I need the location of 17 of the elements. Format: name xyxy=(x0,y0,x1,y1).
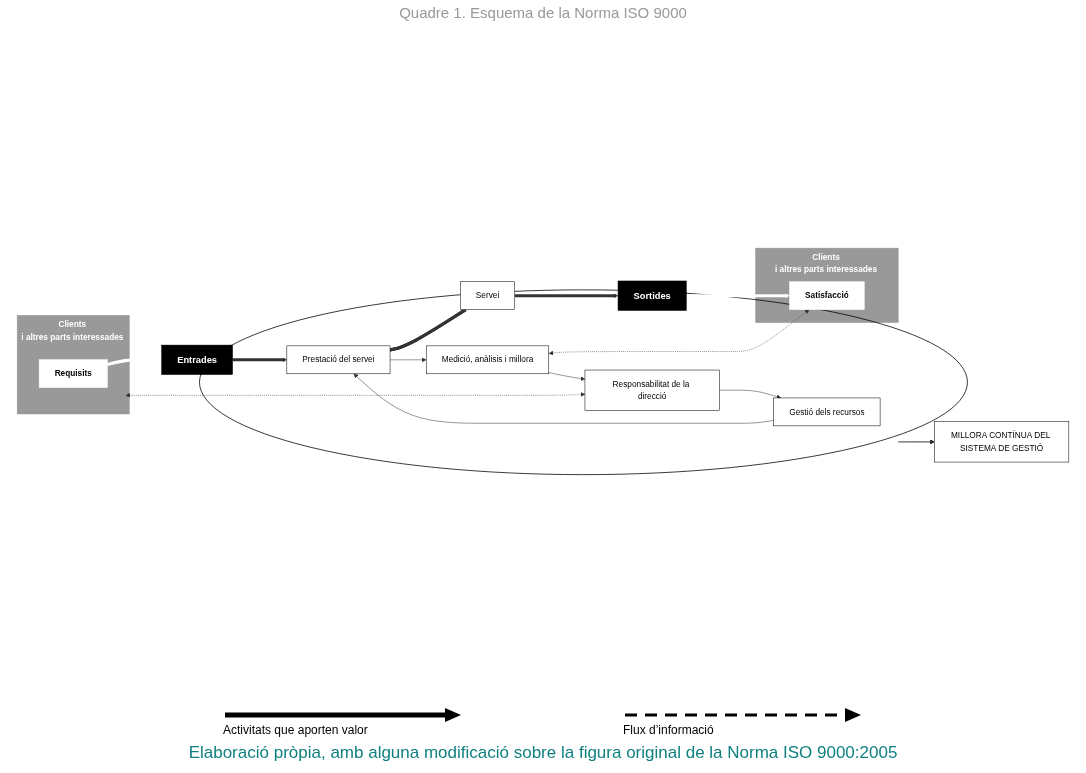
arrow xyxy=(514,293,619,298)
node-box: Servei xyxy=(460,281,515,310)
node-box: Satisfacció xyxy=(789,281,865,310)
node-box: Responsabilitat de la direcció xyxy=(584,369,720,411)
legend-text: Activitats que aporten valor xyxy=(223,723,369,737)
node-box: Gestió dels recursos xyxy=(773,397,881,426)
node-box: MILLORA CONTÍNUA DEL SISTEMA DE GESTIÓ xyxy=(934,421,1070,462)
node-box: Medició, anàlisis i millora xyxy=(426,345,549,374)
node-box: Sortides xyxy=(617,280,687,311)
node-box: Prestació del servei xyxy=(286,345,391,374)
legend-text: Flux d’informació xyxy=(623,723,715,737)
arrow xyxy=(232,357,288,362)
figure-caption: Elaboració pròpia, amb alguna modificació sobre la figura original de la Norma ISO 9000:2005 xyxy=(188,743,898,763)
node-box: Requisits xyxy=(38,359,108,388)
connector xyxy=(389,307,467,351)
node-box: Entrades xyxy=(161,344,233,375)
figure-title: Quadre 1. Esquema de la Norma ISO 9000 xyxy=(399,4,687,21)
